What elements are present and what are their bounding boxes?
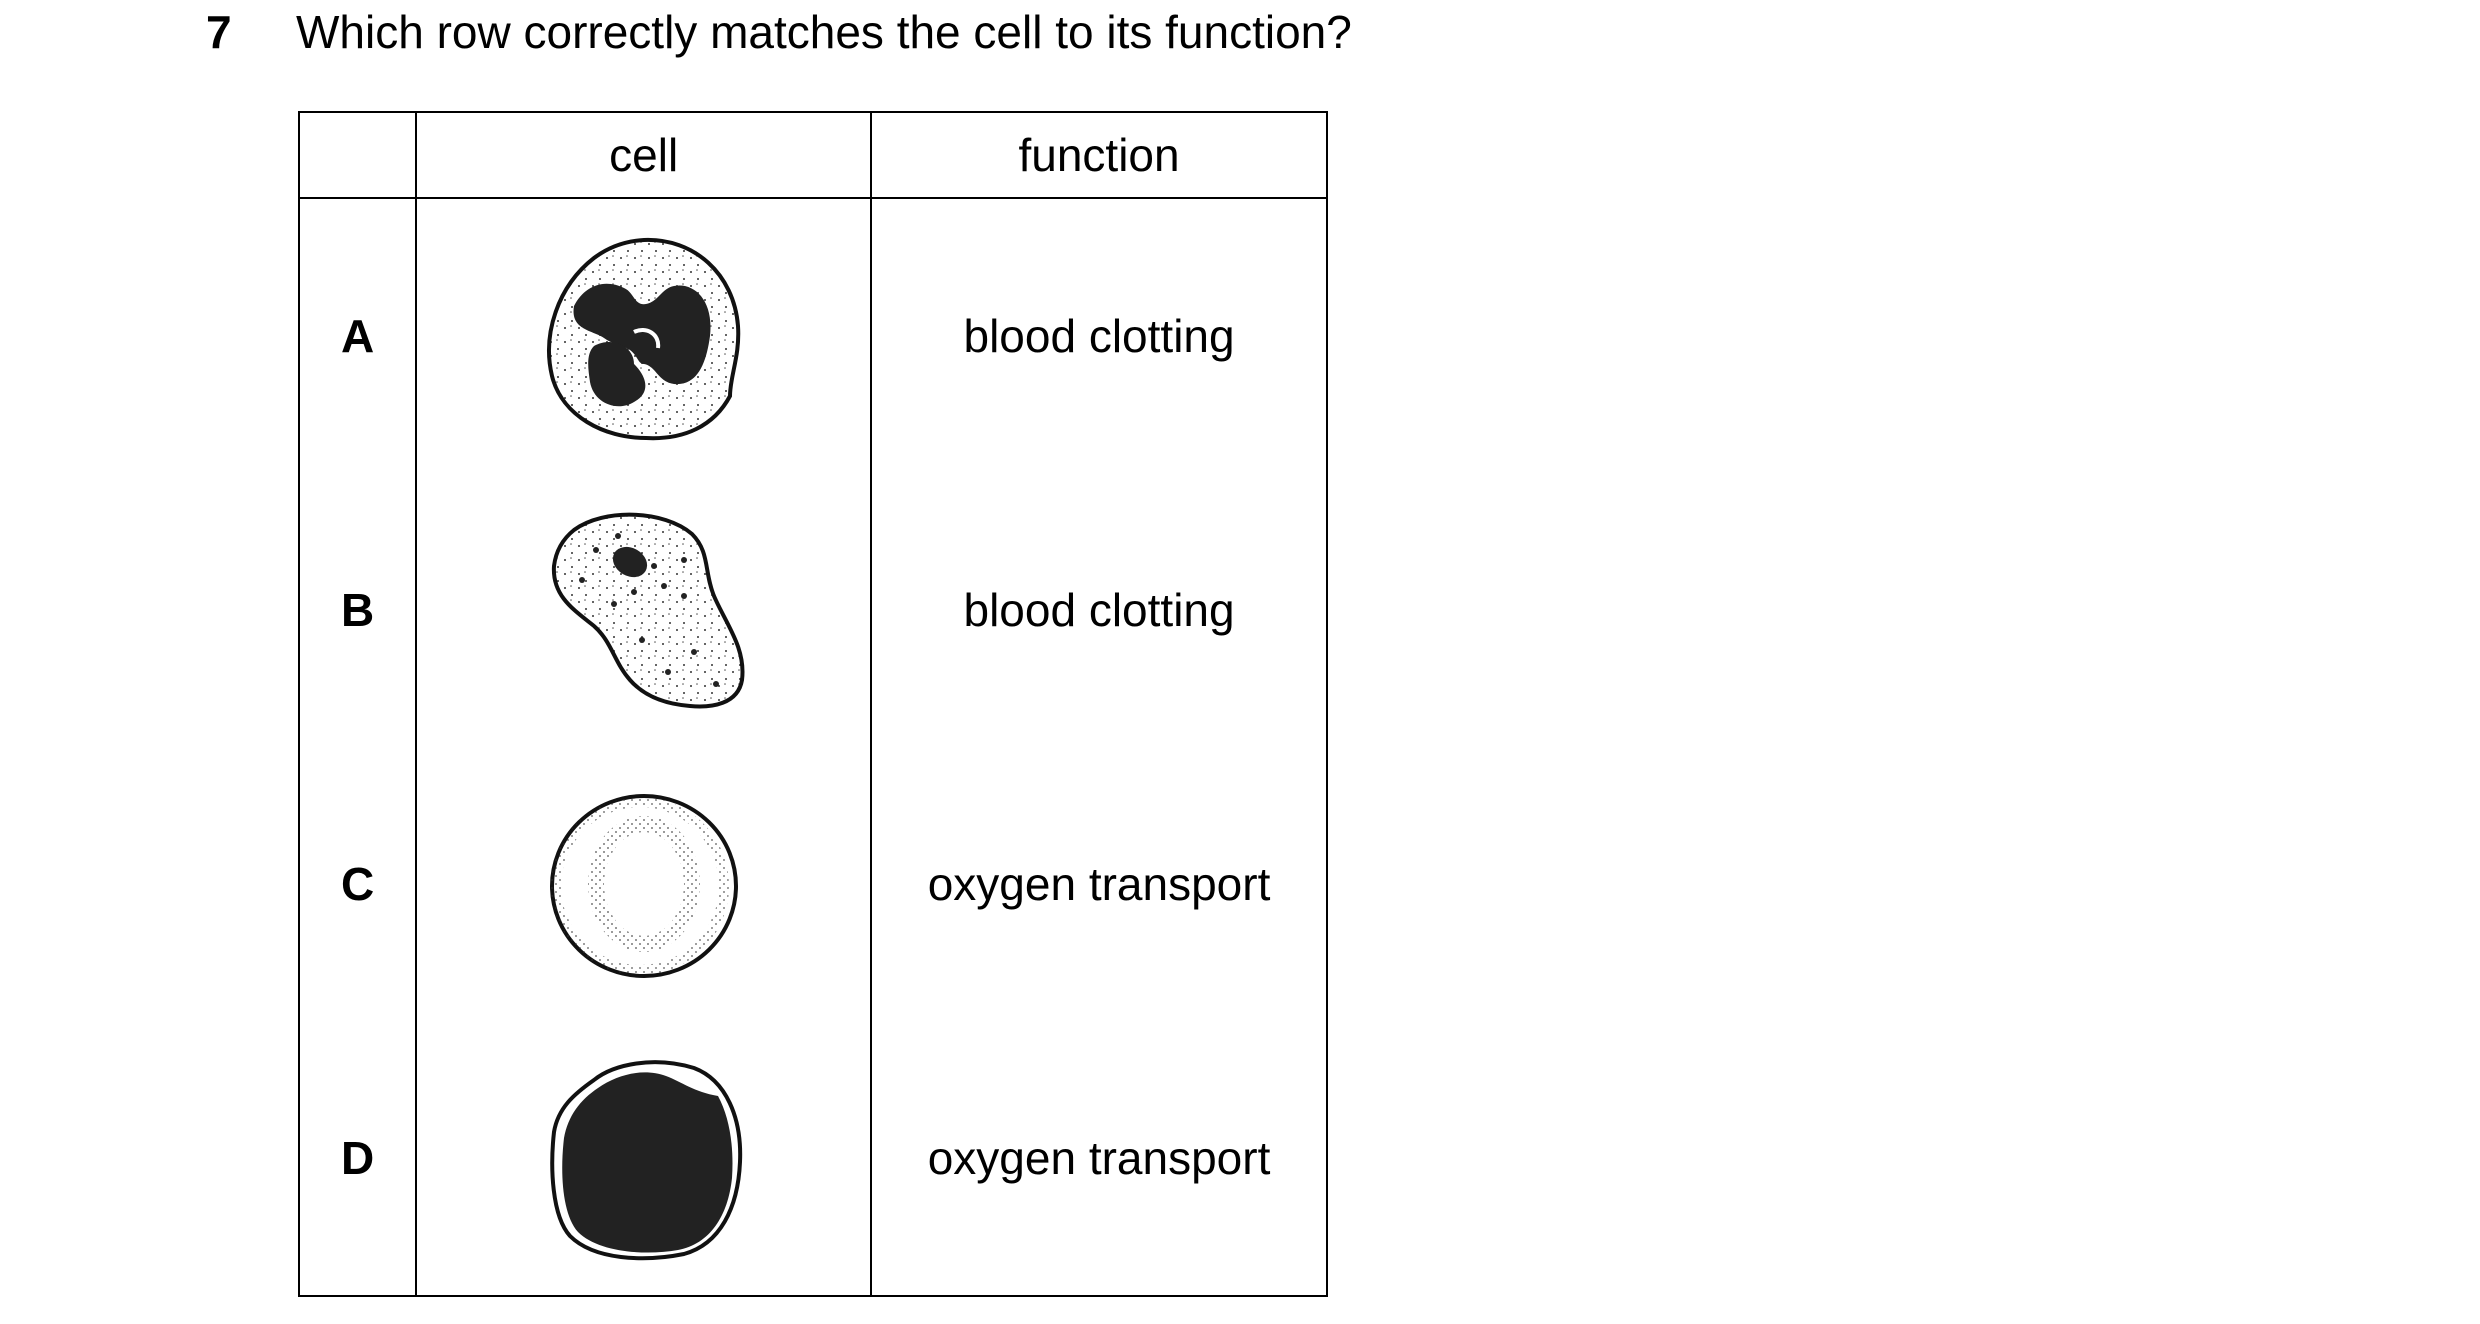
- function-a: blood clotting: [870, 198, 1328, 473]
- option-letter-d: D: [297, 1021, 418, 1297]
- dark-filled-cell-icon: [549, 1060, 742, 1261]
- answer-table: cell function A: [297, 111, 1328, 1297]
- table-row-c: C oxygen transport: [297, 747, 1328, 1021]
- cell-image-c: [415, 747, 873, 1021]
- table-row-a: A blood c: [297, 198, 1328, 473]
- option-letter-c: C: [297, 747, 418, 1021]
- function-c: oxygen transport: [870, 747, 1328, 1021]
- cell-image-b: [415, 473, 873, 747]
- table-row-d: D oxygen transport: [297, 1021, 1328, 1297]
- question-number: 7: [206, 6, 232, 58]
- red-blood-cell-biconcave-icon: [549, 794, 738, 978]
- irregular-cell-small-nucleus-icon: [551, 512, 745, 709]
- table-header-row: cell function: [297, 111, 1328, 199]
- option-letter-a: A: [297, 198, 418, 473]
- header-letter: [297, 111, 418, 199]
- cell-image-d: [415, 1021, 873, 1297]
- cell-image-a: [415, 198, 873, 473]
- option-letter-b: B: [297, 473, 418, 747]
- table-row-b: B blood clotting: [297, 473, 1328, 747]
- function-b: blood clotting: [870, 473, 1328, 747]
- question-text: Which row correctly matches the cell to …: [296, 6, 1352, 58]
- white-blood-cell-lobed-nucleus-icon: [546, 237, 740, 441]
- function-d: oxygen transport: [870, 1021, 1328, 1297]
- header-cell: cell: [415, 111, 873, 199]
- header-function: function: [870, 111, 1328, 199]
